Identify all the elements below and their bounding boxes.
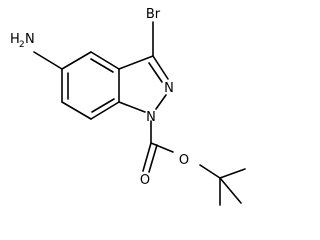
- bond-c7-c7a-inner: [91, 98, 115, 113]
- atom-label-bromine: Br: [146, 7, 161, 22]
- bond-c3-n2: [152, 55, 169, 80]
- atom-label-amino-subscript: 2: [19, 40, 25, 50]
- bond-carbonyl-ester-o: [150, 142, 174, 153]
- bond-c4-c5: [61, 51, 92, 70]
- bond-carbonyl-o-double: [142, 142, 152, 172]
- bond-carbonyl-o-double-inner: [148, 144, 158, 173]
- atom-label-ester-o: O: [179, 153, 189, 168]
- bond-c3a-c4-inner: [90, 58, 114, 73]
- bond-c6-c7: [61, 101, 92, 120]
- atom-label-amino-h: H: [10, 32, 20, 47]
- atom-label-amino-n: N: [25, 32, 35, 47]
- bond-n2-n1: [155, 94, 167, 110]
- bond-c3a-c3: [118, 55, 154, 70]
- atom-label-carbonyl-o: O: [140, 173, 150, 188]
- bond-c5-nh2: [33, 51, 63, 70]
- bond-c3a-c4: [90, 51, 120, 70]
- bond-n1-c7a: [118, 101, 146, 113]
- bond-c3-n2-inner: [148, 62, 163, 83]
- bond-tbu-methyl-b: [219, 177, 242, 204]
- bond-c7-c7a: [90, 101, 120, 120]
- atom-label-n2: N: [164, 81, 174, 96]
- atom-label-n1: N: [146, 110, 156, 125]
- chemical-structure: Br H 2 N N N O O: [10, 7, 246, 206]
- bond-ester-o-tertiary-c: [199, 164, 221, 179]
- bond-tbu-methyl-a: [219, 168, 246, 179]
